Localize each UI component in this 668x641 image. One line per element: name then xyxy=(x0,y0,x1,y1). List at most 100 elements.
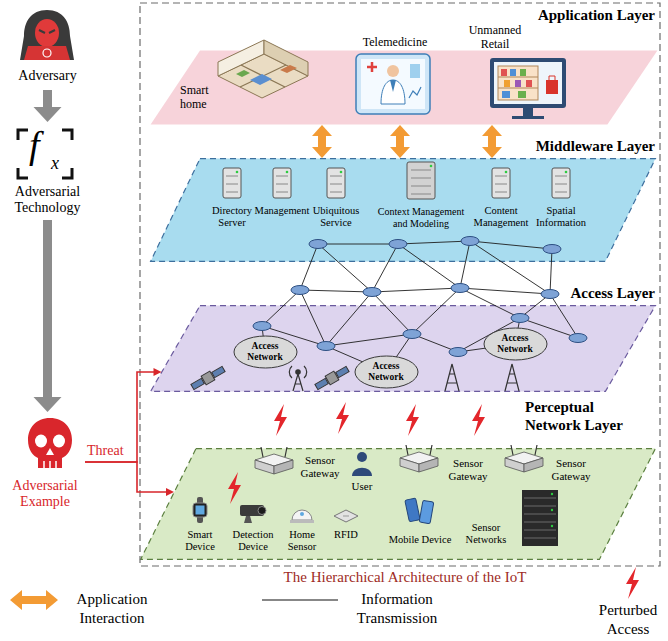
middleware-service: Management xyxy=(252,203,312,219)
gateway-icon xyxy=(255,445,543,474)
device-node: Smart Device xyxy=(183,527,218,555)
text-holder: Telemedicine xyxy=(335,32,455,50)
antenna-icon xyxy=(289,366,306,378)
device-node: Sensor Networks xyxy=(463,520,509,548)
perturbed-access-bolt xyxy=(336,402,349,434)
legend-text: Application Interaction xyxy=(62,590,162,628)
function-symbol: x xyxy=(51,154,59,172)
interaction-arrow-line xyxy=(318,135,326,148)
server-icon xyxy=(226,176,238,192)
router-node xyxy=(253,322,271,331)
telemedicine-illustration xyxy=(390,80,396,92)
text-holder: Home Sensor xyxy=(287,529,317,553)
label-holder: x xyxy=(51,154,59,172)
layer-band-fill xyxy=(151,159,656,262)
smart-home-illustration xyxy=(264,40,308,76)
satellite-icon xyxy=(336,366,349,377)
text-holder: Access Layer xyxy=(455,284,655,302)
retail-illustration xyxy=(498,66,538,100)
text-holder: Sensor Gateway xyxy=(300,454,341,479)
retail-illustration xyxy=(549,76,555,80)
satellite-icon xyxy=(315,378,328,389)
edge-label-holder: Threat xyxy=(87,443,124,459)
server-icon xyxy=(236,171,239,174)
server-icon xyxy=(273,168,291,198)
middleware-service: Context Management and Modeling xyxy=(375,204,467,231)
access-network: Access Network xyxy=(354,355,419,389)
adversarial-example-icon xyxy=(44,461,56,468)
text-holder: Adversarial Technology xyxy=(5,184,90,216)
perceptual-layer-band: Perceptual Network LayerSensor GatewaySe… xyxy=(140,448,656,560)
device-icon xyxy=(258,507,266,515)
architecture-frame xyxy=(140,3,660,566)
telemedicine-illustration xyxy=(356,54,430,114)
node-label: Smart Device xyxy=(185,529,216,553)
satellite-icon xyxy=(191,378,204,389)
adversarial-example-icon xyxy=(35,435,47,448)
telemedicine-illustration xyxy=(410,64,420,78)
retail-illustration xyxy=(504,80,510,87)
text-holder: Sensor Networks xyxy=(465,522,507,546)
text-holder: Spatial Information xyxy=(535,205,587,229)
application-layer-band: Application LayerSmart homeTelemedicineU… xyxy=(150,50,658,125)
telemedicine-illustration xyxy=(387,65,399,77)
satellite-icon xyxy=(314,365,350,392)
adversary-icon xyxy=(20,10,74,60)
router-node xyxy=(461,237,479,246)
device-icon xyxy=(334,510,358,522)
satellite-icon xyxy=(190,365,226,392)
layer-band-fill xyxy=(141,449,656,560)
function-bracket xyxy=(18,130,72,178)
node-label: Management xyxy=(254,205,310,217)
gateway-icon xyxy=(274,460,293,474)
node-label: Ubiquitous Service xyxy=(312,205,360,229)
satellite-icon xyxy=(190,365,350,392)
threat-arrow xyxy=(85,368,161,462)
node-label: Sensor Gateway xyxy=(551,457,592,482)
interaction-arrow-head xyxy=(482,125,502,136)
node-label: Detection Device xyxy=(232,529,274,553)
retail-illustration xyxy=(498,77,538,88)
tower-icon xyxy=(505,364,519,391)
telemedicine-illustration xyxy=(361,59,425,109)
sensor-gateway: Sensor Gateway xyxy=(446,455,491,484)
legend-entry: Application Interaction xyxy=(62,590,162,628)
retail-illustration xyxy=(512,116,544,119)
interaction-arrow-line xyxy=(488,135,496,148)
retail-illustration xyxy=(490,58,566,108)
flow-arrow-line xyxy=(43,90,52,108)
device-icon xyxy=(419,500,434,524)
legend-sample xyxy=(626,567,639,599)
node-label: Mobile Device xyxy=(388,534,452,546)
device-icon xyxy=(343,516,349,517)
interaction-arrow-head xyxy=(482,147,502,158)
text-holder: Mobile Device xyxy=(388,534,452,546)
node-label: Access Network xyxy=(247,341,284,363)
smart-home-illustration xyxy=(280,65,297,73)
user-icon xyxy=(357,452,367,462)
middleware-service: Content Management xyxy=(471,203,531,231)
text-holder: Unmanned Retail xyxy=(460,24,530,52)
interaction-arrow-head xyxy=(390,147,410,158)
device-node: RFID xyxy=(332,527,361,543)
text-holder: Access Network xyxy=(497,333,534,355)
server-icon xyxy=(565,171,568,174)
node-label: Home Sensor xyxy=(287,529,317,553)
text-holder: Perceptual Network Layer xyxy=(525,398,643,434)
device-icon xyxy=(522,490,558,546)
text-holder: Context Management and Modeling xyxy=(377,206,465,229)
telemedicine-illustration xyxy=(381,80,405,104)
antenna-icon xyxy=(289,366,306,391)
node-label: RFID xyxy=(334,529,359,541)
server-icon xyxy=(276,176,288,192)
router-node xyxy=(451,284,469,293)
node-label: Directory Server xyxy=(211,205,253,229)
device-icon xyxy=(193,503,207,517)
antenna-icon xyxy=(296,370,300,374)
gateway-icon xyxy=(419,458,438,472)
node-label: Access Network xyxy=(368,361,405,383)
smart-home-illustration xyxy=(236,70,250,77)
text-holder: Ubiquitous Service xyxy=(312,205,360,229)
access-network: Access Network xyxy=(483,327,548,361)
